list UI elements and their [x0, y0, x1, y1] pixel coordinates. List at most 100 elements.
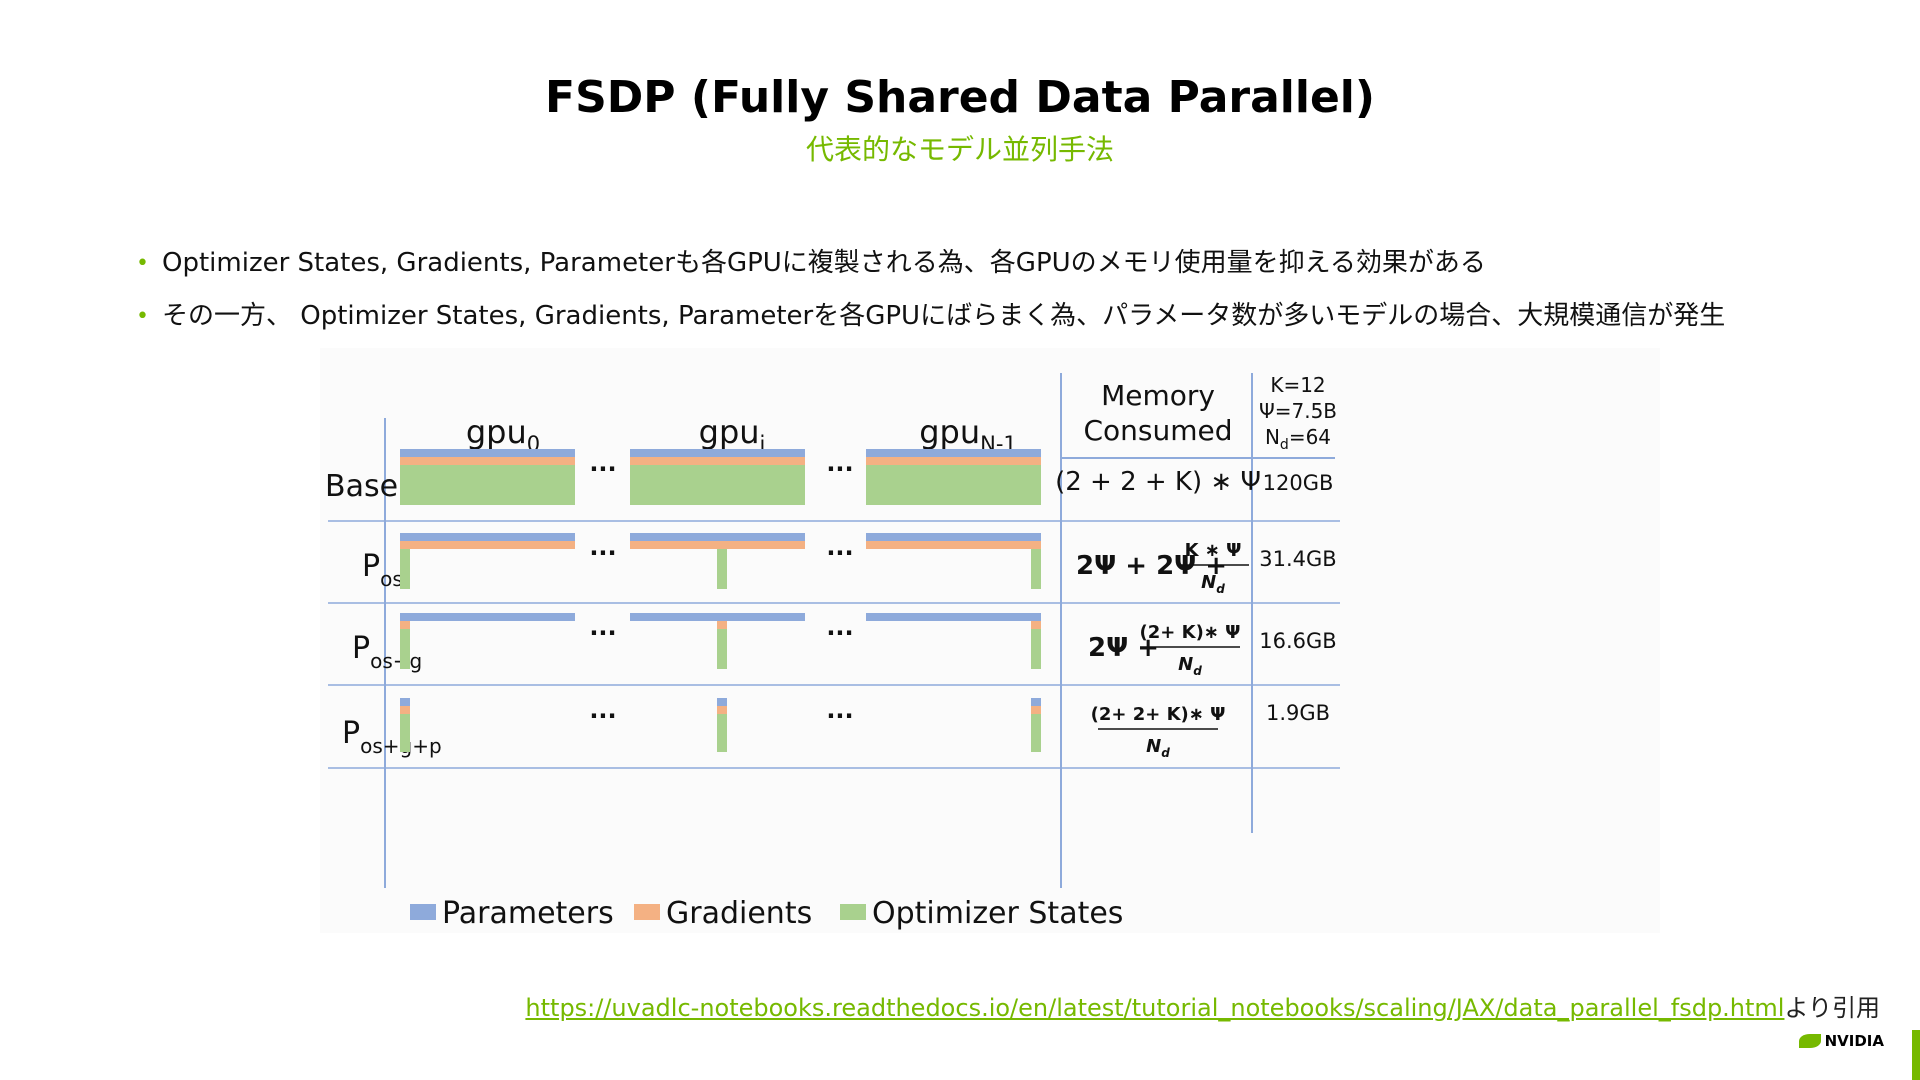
bullet-dot-icon: • [136, 304, 149, 329]
optimizer-states-shard [717, 629, 727, 669]
memory-formula: (2 + 2 + K) ∗ Ψ [1055, 467, 1261, 497]
row-label: Pos+g [352, 631, 422, 673]
legend-label: Parameters [442, 896, 614, 931]
memory-formula-den-base: N [1201, 572, 1216, 593]
legend-swatch [634, 904, 660, 920]
memory-formula-den-sub: d [1161, 746, 1170, 760]
memory-header-line: Consumed [1083, 414, 1232, 447]
parameters-shard [400, 698, 410, 706]
gradients-shard [717, 706, 727, 714]
param-header-base: K=12 [1270, 373, 1325, 397]
optimizer-states-shard [400, 549, 410, 589]
ellipsis-dots: ... [826, 533, 853, 561]
ellipsis-dots: ... [589, 533, 616, 561]
param-header-sub: d [1280, 437, 1289, 453]
optimizer-states-shard [1031, 714, 1041, 752]
memory-formula-den-base: N [1178, 654, 1193, 675]
gradients-shard [1031, 706, 1041, 714]
gpu-label-base: gpu [466, 413, 527, 451]
source-citation: https://uvadlc-notebooks.readthedocs.io/… [525, 988, 1880, 1023]
param-header-base: N [1265, 425, 1280, 449]
ellipsis-dots: ... [826, 449, 853, 477]
optimizer-states-shard [400, 629, 410, 669]
gradients-bar [866, 457, 1041, 465]
bullet-item: • その一方、 Optimizer States, Gradients, Par… [136, 301, 1776, 332]
source-suffix: より引用 [1784, 994, 1880, 1022]
ellipsis-dots: ... [826, 613, 853, 641]
gpu-label-sub: i [760, 432, 766, 456]
memory-formula-prefix: 2Ψ + [1088, 633, 1159, 663]
bullet-text: Optimizer States, Gradients, Parameterも各… [162, 248, 1486, 278]
parameters-bar [400, 533, 575, 541]
accent-bar [1912, 1030, 1920, 1080]
row-label-sub: os+g [370, 649, 422, 673]
legend-label: Gradients [666, 896, 812, 931]
slide-subtitle: 代表的なモデル並列手法 [805, 133, 1114, 166]
gradients-shard [400, 706, 410, 714]
param-header-line: Nd=64 [1265, 425, 1331, 453]
memory-formula-denominator: Nd [1201, 572, 1225, 596]
memory-value: 120GB [1263, 471, 1334, 495]
nvidia-logo-text: NVIDIA [1824, 1032, 1884, 1050]
gradients-shard [1031, 621, 1041, 629]
optimizer-states-shard [1031, 549, 1041, 589]
row-label: Pos+g+p [342, 716, 442, 758]
optimizer-states-bar [400, 465, 575, 505]
gradients-bar [400, 541, 575, 549]
memory-formula-den-sub: d [1193, 664, 1202, 678]
param-header-tail: =64 [1289, 425, 1331, 449]
memory-formula-prefix: 2Ψ + 2Ψ + [1076, 551, 1227, 581]
ellipsis-dots: ... [589, 449, 616, 477]
source-link[interactable]: https://uvadlc-notebooks.readthedocs.io/… [525, 994, 1785, 1022]
param-header-base: Ψ=7.5B [1259, 399, 1337, 423]
param-header-line: Ψ=7.5B [1259, 399, 1337, 423]
parameters-bar [630, 613, 805, 621]
legend-swatch [410, 904, 436, 920]
memory-formula-denominator: Nd [1146, 736, 1170, 760]
memory-formula-den-sub: d [1216, 582, 1225, 596]
legend-swatch [840, 904, 866, 920]
gradients-bar [630, 457, 805, 465]
ellipsis-dots: ... [589, 613, 616, 641]
memory-formula-denominator: Nd [1178, 654, 1202, 678]
parameters-bar [630, 533, 805, 541]
slide-title: FSDP (Fully Shared Data Parallel) [545, 72, 1375, 123]
memory-formula-numerator: (2+ 2+ K)∗ Ψ [1091, 704, 1226, 725]
ellipsis-dots: ... [826, 696, 853, 724]
gpu-label-base: gpu [699, 413, 760, 451]
parameters-shard [717, 698, 727, 706]
gradients-bar [400, 457, 575, 465]
gpu-label: gpui [699, 413, 766, 456]
gradients-bar [866, 541, 1041, 549]
row-label: Pos [362, 549, 403, 591]
memory-value: 1.9GB [1266, 701, 1330, 725]
optimizer-states-shard [717, 714, 727, 752]
row-label-base: P [362, 549, 380, 584]
bullet-dot-icon: • [136, 251, 149, 276]
param-header-line: K=12 [1270, 373, 1325, 397]
parameters-bar [630, 449, 805, 457]
nvidia-logo: NVIDIA [1798, 1032, 1884, 1050]
parameters-bar [400, 613, 575, 621]
ellipsis-dots: ... [589, 696, 616, 724]
optimizer-states-bar [630, 465, 805, 505]
gradients-shard [717, 621, 727, 629]
memory-value: 16.6GB [1259, 629, 1336, 653]
parameters-bar [866, 533, 1041, 541]
gpu-label-base: gpu [919, 413, 980, 451]
bullet-list: • Optimizer States, Gradients, Parameter… [136, 248, 1776, 354]
row-label-base: P [342, 716, 360, 751]
row-label-sub: os [380, 567, 403, 591]
optimizer-states-shard [400, 714, 410, 752]
memory-formula-den-base: N [1146, 736, 1161, 757]
gradients-bar [630, 541, 805, 549]
parameters-shard [1031, 698, 1041, 706]
legend-label: Optimizer States [872, 896, 1123, 931]
memory-formula-numerator: (2+ K)∗ Ψ [1140, 622, 1241, 643]
gradients-shard [400, 621, 410, 629]
optimizer-states-shard [717, 549, 727, 589]
nvidia-eye-icon [1798, 1034, 1821, 1048]
bullet-text: その一方、 Optimizer States, Gradients, Param… [162, 301, 1726, 331]
parameters-bar [866, 449, 1041, 457]
